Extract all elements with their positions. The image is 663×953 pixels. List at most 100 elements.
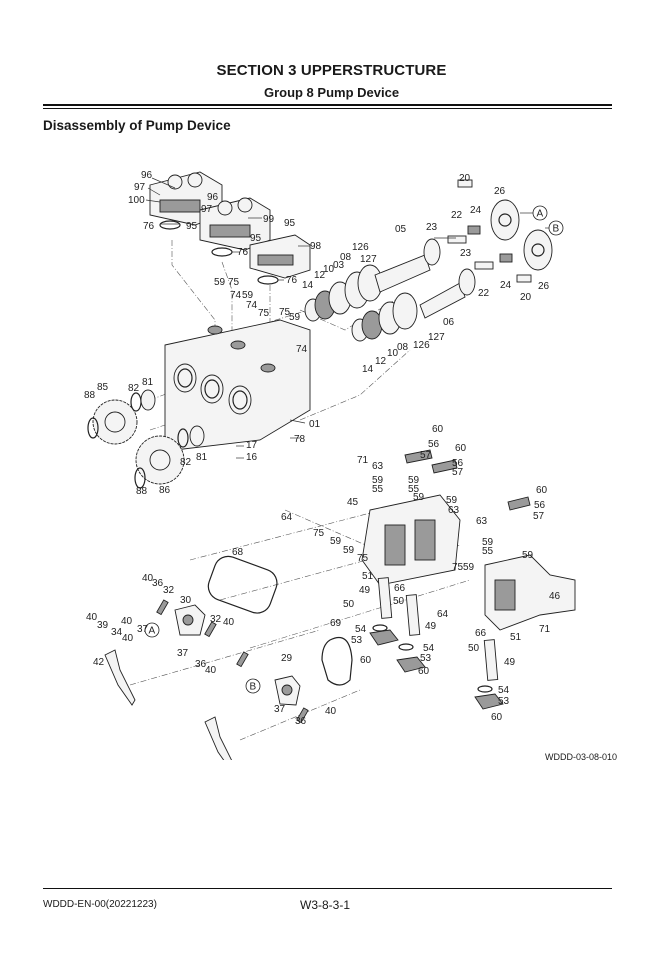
callout: 32 bbox=[210, 614, 222, 625]
callout: 53 bbox=[498, 696, 510, 707]
plunger-20 bbox=[516, 274, 532, 283]
callout: 75 bbox=[228, 277, 240, 288]
callout: 57 bbox=[420, 450, 432, 461]
callout: 81 bbox=[142, 377, 154, 388]
pin-22 bbox=[474, 261, 494, 270]
callout: 75 bbox=[357, 553, 369, 564]
callout: 53 bbox=[420, 653, 432, 664]
callout: 74 bbox=[246, 300, 258, 311]
callout: 75 bbox=[258, 308, 270, 319]
callout: 26 bbox=[538, 281, 550, 292]
snap-ring-88 bbox=[134, 467, 146, 489]
callout: 59 bbox=[413, 492, 425, 503]
callout: 10 bbox=[323, 264, 335, 275]
callout: 64 bbox=[437, 609, 449, 620]
callout: 56 bbox=[428, 439, 440, 450]
callout: 64 bbox=[281, 512, 293, 523]
tilting-pin-29 bbox=[274, 675, 301, 706]
callout: 50 bbox=[343, 599, 355, 610]
callout: 40 bbox=[142, 573, 154, 584]
pump-housing bbox=[164, 319, 311, 451]
o-ring-54 bbox=[398, 643, 414, 651]
callout: 59 bbox=[522, 550, 534, 561]
callout: 22 bbox=[478, 288, 490, 299]
o-ring-76 bbox=[159, 220, 181, 230]
callout: 86 bbox=[159, 485, 171, 496]
callout: 96 bbox=[141, 170, 153, 181]
o-ring-54 bbox=[372, 624, 388, 632]
exploded-view-diagram: A B A B 96 97 100 95 96 97 99 95 95 98 7… bbox=[84, 170, 576, 760]
cover-53 bbox=[396, 656, 426, 673]
callout: 10 bbox=[387, 348, 399, 359]
callout: 59 bbox=[372, 475, 384, 486]
callout: 23 bbox=[460, 248, 472, 259]
callout: 97 bbox=[134, 182, 146, 193]
callouts-rotating-group: 20 26 23 22 24 05 126 08 127 03 10 12 14… bbox=[302, 173, 550, 375]
pin-22 bbox=[447, 235, 467, 244]
callout: 42 bbox=[93, 657, 105, 668]
callout: 51 bbox=[510, 632, 522, 643]
callout: 46 bbox=[549, 591, 561, 602]
callout: 100 bbox=[128, 195, 145, 206]
callout: 78 bbox=[294, 434, 306, 445]
callouts-valve-cover: 60 56 60 57 56 57 71 63 59 59 55 55 59 5… bbox=[281, 424, 467, 564]
callout: 95 bbox=[186, 221, 198, 232]
cover-53 bbox=[369, 629, 399, 646]
callout: 50 bbox=[468, 643, 480, 654]
snap-ring-82 bbox=[130, 392, 142, 412]
spring-24 bbox=[499, 253, 513, 263]
callout: 59 bbox=[482, 537, 494, 548]
callout: 69 bbox=[330, 618, 342, 629]
callout: 56 bbox=[452, 458, 464, 469]
callout: 82 bbox=[128, 383, 140, 394]
callout: 55 bbox=[482, 546, 494, 557]
callout: 14 bbox=[362, 364, 374, 375]
valve-cover-45 bbox=[361, 449, 461, 586]
header-rule-bottom bbox=[43, 108, 612, 109]
svg-text:A: A bbox=[537, 209, 544, 220]
callout: 127 bbox=[360, 254, 377, 265]
callout: 98 bbox=[310, 241, 322, 252]
callout: 63 bbox=[448, 505, 460, 516]
o-ring-54 bbox=[477, 685, 493, 693]
callout: 20 bbox=[520, 292, 532, 303]
callout: 59 bbox=[214, 277, 226, 288]
callout: 71 bbox=[357, 455, 369, 466]
callouts-rear-housing: 60 56 57 63 59 55 59 75 59 46 64 66 71 5… bbox=[437, 485, 561, 723]
callout: 126 bbox=[413, 340, 430, 351]
rear-housing-46 bbox=[484, 496, 576, 631]
callout: 96 bbox=[207, 192, 219, 203]
callout: 37 bbox=[274, 704, 286, 715]
callout: 01 bbox=[309, 419, 321, 430]
shaft-06-assembly bbox=[351, 268, 476, 342]
callout: 16 bbox=[246, 452, 258, 463]
header-rule-top bbox=[43, 104, 612, 106]
callout: 99 bbox=[263, 214, 275, 225]
callout: 59 bbox=[408, 475, 420, 486]
callout: 76 bbox=[143, 221, 155, 232]
o-ring-76 bbox=[257, 275, 279, 285]
cover-53 bbox=[474, 693, 504, 710]
group-title: Group 8 Pump Device bbox=[263, 85, 400, 100]
callouts-tilting-levers: 68 40 36 32 30 40 37 40 32 40 39 34 40 4… bbox=[86, 547, 342, 727]
servo-piston-49 bbox=[483, 639, 499, 681]
callout: 76 bbox=[286, 275, 298, 286]
lever-34 bbox=[204, 716, 233, 760]
callout: 74 bbox=[296, 344, 308, 355]
gasket-68 bbox=[207, 555, 278, 614]
callout: 59 bbox=[289, 312, 301, 323]
callout: 59 bbox=[446, 495, 458, 506]
callout: 05 bbox=[395, 224, 407, 235]
callout: 66 bbox=[475, 628, 487, 639]
callout: 60 bbox=[432, 424, 444, 435]
callout: 60 bbox=[536, 485, 548, 496]
link-36 bbox=[236, 651, 249, 668]
footer-rule bbox=[43, 888, 612, 889]
callout: 49 bbox=[504, 657, 516, 668]
callout: 82 bbox=[180, 457, 192, 468]
callout: 24 bbox=[470, 205, 482, 216]
callout: 59 bbox=[330, 536, 342, 547]
bearing-81 bbox=[189, 425, 205, 447]
callout: 06 bbox=[443, 317, 455, 328]
callout: 81 bbox=[196, 452, 208, 463]
